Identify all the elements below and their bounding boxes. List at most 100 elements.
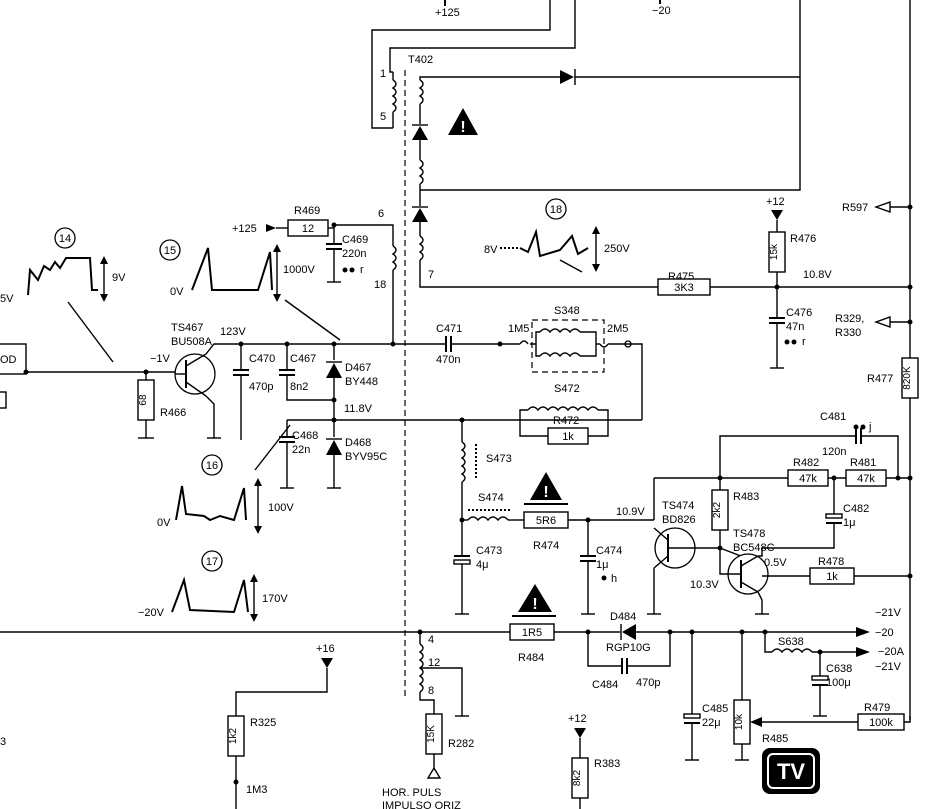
wf14-pointer (67, 301, 114, 363)
node-r329 (907, 319, 913, 325)
r476-supply-arrow (771, 210, 783, 220)
ts467-vc: 123V (220, 326, 246, 338)
linearity-section: C471 470n 1M5 2M5 S348 S472 R472 1k (393, 305, 643, 445)
node-r475-rail (907, 284, 913, 290)
tv-logo-badge (762, 748, 820, 794)
wire-right-top (420, 0, 801, 191)
wire-s348-right (580, 331, 597, 357)
r474-label: R474 (533, 540, 559, 552)
left-box-od (0, 343, 27, 375)
coil-s348-b (539, 352, 581, 358)
warning-icon-r474 (530, 472, 562, 500)
ts478-lead-b (740, 581, 759, 593)
wire-s472-r (598, 409, 609, 420)
r329-arrow (873, 316, 891, 328)
r485-value: 10k (734, 713, 745, 730)
d468-label: D468 (345, 437, 371, 449)
r474-value: 5R6 (536, 515, 556, 527)
c474-label: C474 (596, 545, 622, 557)
capacitor-c485 (683, 713, 701, 719)
diode-sec-2 (412, 208, 428, 222)
diode-d467 (326, 363, 342, 378)
wire-ts478-top (758, 548, 763, 557)
waveform-18-amp: 250V (604, 243, 630, 255)
wf16-arrow-up (254, 478, 262, 486)
waveform-18 (519, 228, 589, 258)
r469-value: 12 (302, 223, 314, 235)
negative-supply-section: 4 12 8 15K R282 HOR. PULS IMPULSO ORIZ !… (0, 584, 911, 809)
dot-c476-a (784, 339, 790, 345)
wire-pin7 (419, 260, 910, 288)
left-label-3: 3 (0, 736, 6, 748)
r282-arrow (426, 766, 442, 779)
c467-value: 8n2 (290, 381, 308, 393)
wf17-arrow-down (250, 614, 258, 622)
testpoint-14 (54, 227, 76, 249)
ts474-lead-a (653, 527, 669, 541)
t402-secondary-coil-b (418, 159, 424, 185)
s348-left: 1M5 (508, 323, 529, 335)
wire-c484-r (627, 632, 671, 667)
coil-s473 (460, 441, 466, 483)
wire-r325 (235, 668, 328, 716)
c638-label: C638 (826, 663, 852, 675)
wf16-arrow-down (254, 526, 262, 534)
c482-value: 1μ (843, 517, 855, 529)
c473-value: 4μ (476, 559, 488, 571)
ts474-voltage: 10.9V (616, 506, 645, 518)
resistor-r475 (657, 278, 711, 296)
wire-pin6 (334, 224, 394, 246)
c484-label: C484 (592, 679, 618, 691)
wire-r472-l (519, 420, 548, 437)
c467-label: C467 (290, 353, 316, 365)
s348-right: 2M5 (607, 323, 628, 335)
diode-d468 (326, 440, 342, 455)
coil-s472 (527, 406, 599, 412)
t402-pin7: 7 (428, 269, 434, 281)
r482-label: R482 (793, 457, 819, 469)
r478-value: 1k (826, 571, 838, 583)
diode-d484 (622, 624, 636, 640)
tv-logo-frame (767, 753, 815, 789)
ts467-name: TS467 (171, 322, 203, 334)
r484-label: R484 (518, 652, 544, 664)
c476-value: 47n (786, 321, 804, 333)
node-1m3 (233, 779, 239, 785)
c469-tag: r (360, 264, 364, 276)
reference-section: +12 15k R476 R475 3K3 10.8V C476 47n r R… (657, 196, 919, 720)
bottom-left-section: +16 1k2 R325 1M3 +12 8k2 R383 (227, 643, 620, 809)
r481-value: 47k (857, 473, 875, 485)
ts467-emitter-lead (185, 381, 207, 397)
error-amplifier: C481 120n j R482 47k R481 47k C482 1μ 2k… (616, 411, 913, 615)
warning-mark-3: ! (532, 596, 537, 613)
wire-ts478-base (719, 548, 741, 575)
r475-value: 3K3 (674, 282, 694, 294)
node-base-left (23, 369, 29, 375)
s348-contact-b (599, 343, 609, 348)
r282-value: 15K (426, 725, 437, 743)
label-1m3: 1M3 (246, 784, 267, 796)
c481-tag: j (868, 421, 871, 433)
ts467-vb: −1V (150, 353, 171, 365)
c484-value: 470p (636, 677, 660, 689)
testpoint-14-label: 14 (59, 233, 71, 245)
supply-16-arrow (321, 658, 333, 668)
r476-label: R476 (790, 233, 816, 245)
t402-primary-coil (391, 79, 397, 113)
waveform-18-base: 8V (484, 244, 498, 256)
ts478-name: TS478 (733, 528, 765, 540)
c474-value: 1μ (596, 559, 608, 571)
t402-coil-6-18 (391, 245, 397, 271)
testpoint-17 (201, 550, 223, 572)
d467-type: BY448 (345, 376, 378, 388)
wf14-arrow-up (100, 256, 108, 264)
out-v1: −21V (875, 607, 902, 619)
waveform-15-base: 0V (170, 286, 184, 298)
top-supply-area: +125 −20 (371, 0, 911, 360)
c485-label: C485 (702, 703, 728, 715)
r477-label: R477 (867, 373, 893, 385)
wire-s348-left (530, 331, 540, 345)
c468-label: C468 (292, 430, 318, 442)
wire-s472-l (519, 409, 528, 420)
